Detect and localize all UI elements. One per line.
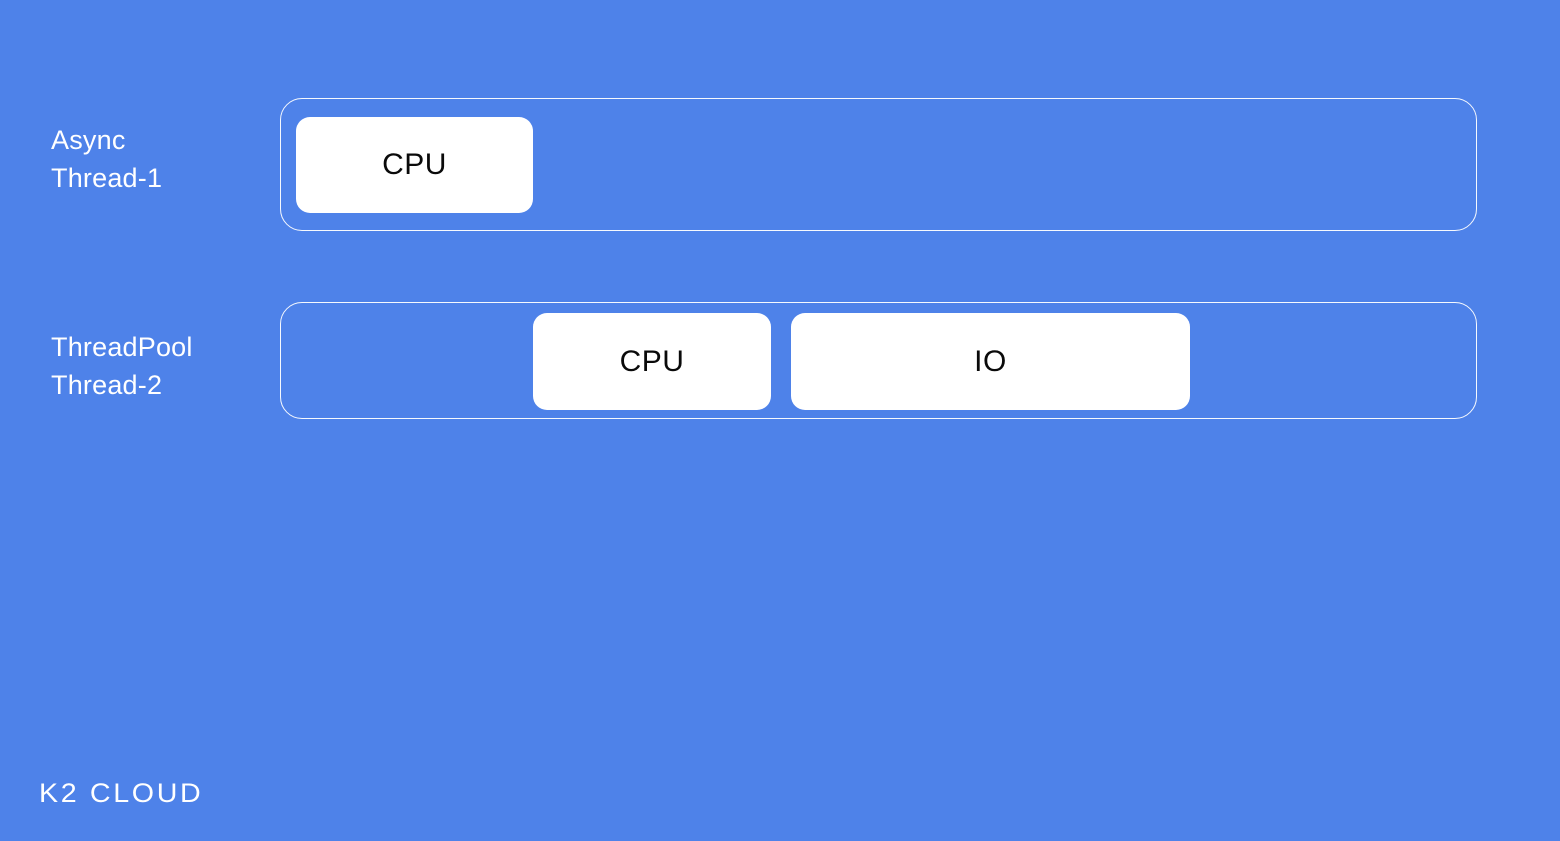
block-label: IO bbox=[974, 344, 1007, 378]
k2-cloud-logo: K2 CLOUD bbox=[39, 778, 204, 808]
lane-label-line: Thread-2 bbox=[51, 370, 163, 400]
block-label: CPU bbox=[619, 344, 685, 378]
lane-label-line: Async bbox=[51, 125, 126, 155]
lane-label-line: ThreadPool bbox=[51, 332, 193, 362]
block-cpu: CPU bbox=[296, 117, 533, 213]
block-io: IO bbox=[791, 313, 1190, 410]
lane-label-line: Thread-1 bbox=[51, 163, 163, 193]
lane-async-thread-1: CPU bbox=[280, 98, 1477, 231]
block-label: CPU bbox=[382, 148, 447, 181]
block-cpu: CPU bbox=[533, 313, 771, 410]
lane-label-async-thread-1: Async Thread-1 bbox=[51, 121, 162, 197]
lane-label-threadpool-thread-2: ThreadPool Thread-2 bbox=[51, 328, 193, 404]
lane-threadpool-thread-2: CPU IO bbox=[280, 302, 1477, 419]
